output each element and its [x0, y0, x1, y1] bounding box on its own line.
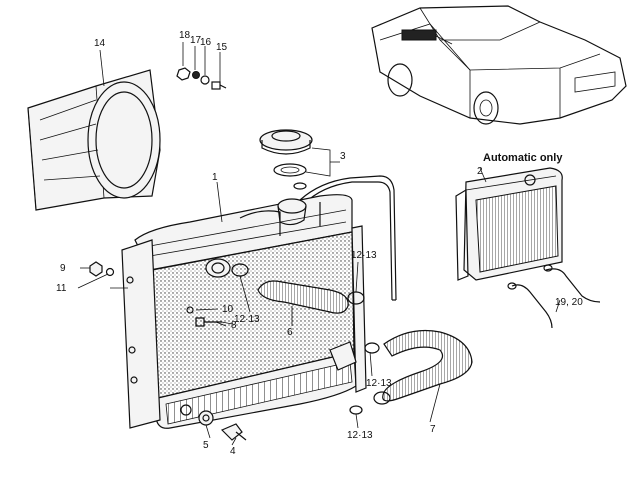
callout-12-13-upper: 12·13	[351, 250, 377, 261]
callout-12-13-lower: 12·13	[366, 378, 392, 389]
callout-10: 10	[222, 304, 234, 315]
callout-8: 8	[231, 320, 237, 331]
callout-1: 1	[212, 172, 218, 183]
vehicle-illustration	[371, 5, 627, 125]
callout-7: 7	[430, 424, 436, 435]
callout-4: 4	[230, 446, 236, 457]
callout-18: 18	[179, 30, 191, 41]
callout-11: 11	[56, 283, 67, 294]
callout-14: 14	[94, 38, 106, 49]
callout-2: 2	[477, 166, 483, 177]
callout-17: 17	[190, 35, 202, 46]
leader-lines	[77, 49, 561, 446]
callout-3: 3	[340, 151, 346, 162]
callout-15: 15	[216, 42, 228, 53]
callout-19-20: 19, 20	[555, 297, 583, 308]
callout-12-13-inlet: 12·13	[234, 314, 260, 325]
main-radiator	[121, 194, 367, 429]
callout-6: 6	[287, 327, 293, 338]
nut-and-washer	[89, 261, 115, 277]
bolt-washer-set	[176, 42, 227, 90]
callout-16: 16	[200, 37, 212, 48]
automatic-radiator	[455, 167, 601, 329]
callout-9: 9	[60, 263, 66, 274]
callout-5: 5	[203, 440, 209, 451]
fan-shroud	[27, 69, 161, 211]
callout-12-13-bottom: 12·13	[347, 430, 373, 441]
radiator-cap	[259, 129, 340, 190]
hose-clamp	[349, 405, 363, 415]
automatic-only-note: Automatic only	[483, 152, 563, 164]
lower-hose	[364, 329, 473, 405]
drain-cock	[198, 410, 247, 441]
overflow-tube	[299, 175, 397, 301]
mounting-bolt	[195, 317, 233, 327]
